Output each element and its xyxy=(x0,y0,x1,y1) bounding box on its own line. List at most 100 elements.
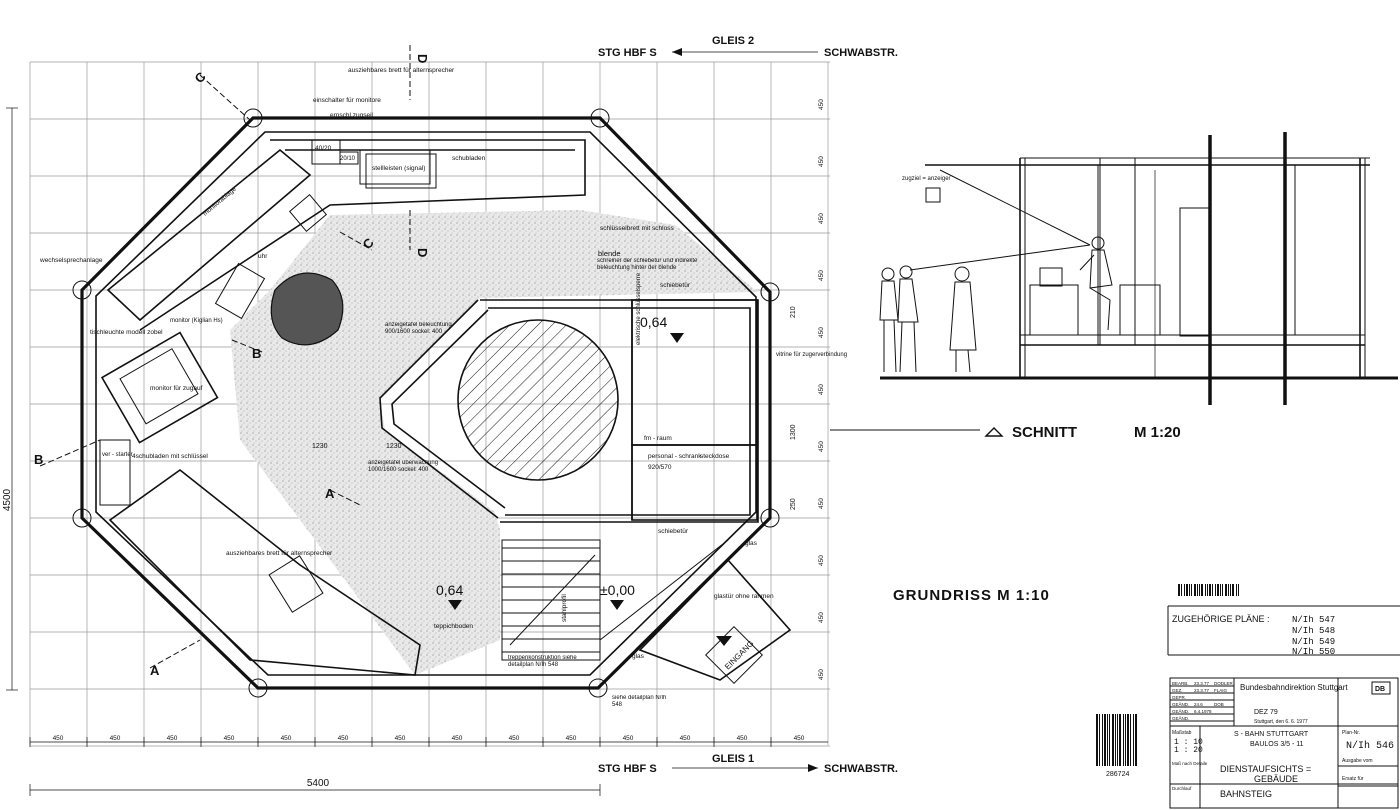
barcode-bar xyxy=(1215,584,1216,596)
dim-label: 450 xyxy=(167,735,178,742)
related-plan-2: N/Ih 548 xyxy=(1292,626,1335,636)
outer-wall xyxy=(80,116,772,690)
svg-text:teppichboden: teppichboden xyxy=(434,623,473,630)
barcode-bar xyxy=(1232,584,1234,596)
barcode-bar xyxy=(1222,584,1223,596)
section-mark-c-top: C xyxy=(192,68,210,86)
titleblock-row-name: FLAIG xyxy=(1214,688,1228,693)
dim-label: 450 xyxy=(566,735,577,742)
scale-label: Maßstab xyxy=(1172,730,1192,736)
dim-label: 450 xyxy=(509,735,520,742)
section-scale: M 1:20 xyxy=(1134,424,1181,441)
svg-text:schubladen: schubladen xyxy=(452,155,486,162)
barcode-bar xyxy=(1230,584,1231,596)
barcode-bar xyxy=(1201,584,1203,596)
dim-label: 450 xyxy=(110,735,121,742)
svg-text:personal - schrank: personal - schrank xyxy=(648,453,702,460)
svg-text:uhr: uhr xyxy=(258,253,268,260)
scale-1: 1 : 10 xyxy=(1174,738,1203,747)
svg-text:1300: 1300 xyxy=(790,424,797,440)
plan-annotations: auszieh­bares brett für altern­sprecher … xyxy=(39,67,847,708)
location: BAHNSTEIG xyxy=(1220,789,1272,799)
arrow-right-icon xyxy=(808,764,818,772)
barcode-bottom xyxy=(1096,714,1137,766)
barcode-bar xyxy=(1115,714,1116,766)
floor-area xyxy=(230,210,758,675)
barcode-bar xyxy=(1125,714,1126,766)
svg-text:920/570: 920/570 xyxy=(648,464,672,471)
dim-label: 450 xyxy=(818,384,825,395)
barcode-bar xyxy=(1184,584,1185,596)
svg-text:glas: glas xyxy=(632,653,645,660)
barcode-bar xyxy=(1178,584,1180,596)
barcode-bar xyxy=(1186,584,1188,596)
seated-operator xyxy=(1079,236,1113,331)
barcode-bar xyxy=(1096,714,1098,766)
track-2-header: STG HBF S GLEIS 2 SCHWABSTR. xyxy=(598,35,898,59)
barcode-bar xyxy=(1119,714,1121,766)
svg-text:fm - raum: fm - raum xyxy=(644,435,672,442)
overall-width-dimension: 5400 xyxy=(307,778,330,789)
svg-text:einschalter für monitore: einschalter für monitore xyxy=(313,97,381,104)
titleblock-row-date: 23.3.77 xyxy=(1194,688,1210,693)
svg-text:glas: glas xyxy=(745,540,758,547)
section-mark-d-bottom: D xyxy=(415,248,430,257)
plan-number: N/Ih 546 xyxy=(1346,740,1394,752)
spiral-stair-opening xyxy=(457,319,619,481)
related-plan-4: N/Ih 550 xyxy=(1292,647,1335,657)
related-plan-1: N/Ih 547 xyxy=(1292,615,1335,625)
screen-note: schreiner der schiebetür und indirekte b… xyxy=(597,258,698,271)
dim-label: 450 xyxy=(338,735,349,742)
track-1-left-label: STG HBF S xyxy=(598,763,657,775)
svg-text:schlüsselbrett mit schloss: schlüsselbrett mit schloss xyxy=(600,225,674,232)
barcode-bar xyxy=(1130,714,1131,766)
dim-label: 450 xyxy=(737,735,748,742)
barcode-bar xyxy=(1181,584,1182,596)
standing-people xyxy=(879,265,977,373)
stair xyxy=(501,539,601,661)
dim-label: 450 xyxy=(818,270,825,281)
svg-text:ver - starter: ver - starter xyxy=(102,452,133,458)
svg-text:steckdose: steckdose xyxy=(700,453,730,460)
barcode-bar xyxy=(1102,714,1103,766)
issued-label: Ausgabe vom xyxy=(1342,758,1373,764)
svg-text:210: 210 xyxy=(790,306,797,318)
barcode-bar xyxy=(1112,714,1114,766)
plan-no-label: Plan-Nr. xyxy=(1342,730,1360,736)
svg-text:±0,00: ±0,00 xyxy=(600,582,635,598)
date-line: DEZ 79 xyxy=(1254,709,1278,716)
svg-text:ausziehbares brett für alterns: ausziehbares brett für alterns­precher xyxy=(226,550,333,557)
stair-note: treppenkonstruktion siehe detailplan N/I… xyxy=(508,655,577,668)
barcode-bar xyxy=(1228,584,1229,596)
dim-label: 450 xyxy=(818,612,825,623)
svg-text:elektrische schlüsselsperre: elektrische schlüsselsperre xyxy=(636,272,642,345)
dim-label: 450 xyxy=(794,735,805,742)
plan-title: GRUNDRISS M 1:10 xyxy=(893,587,1050,604)
dim-label: 450 xyxy=(818,669,825,680)
dim-label: 450 xyxy=(452,735,463,742)
construction-section: BAULOS 3/5 - 11 xyxy=(1250,741,1304,748)
barcode-bar xyxy=(1199,584,1200,596)
place-date: Stuttgart, den 6. 6. 1977 xyxy=(1254,719,1308,725)
barcode-bar xyxy=(1123,714,1124,766)
display-panel-2-note: anzeigetafel überwachung 1000/1600 socke… xyxy=(368,460,439,473)
dim-label: 450 xyxy=(818,555,825,566)
svg-text:wechselsprechanlage: wechselsprechanlage xyxy=(39,257,103,264)
section-view: zugziel = anzeiger SC xyxy=(879,132,1398,441)
barcode-bar xyxy=(1197,584,1198,596)
svg-text:schiebetür: schiebetür xyxy=(660,282,691,289)
building-line-2: GEBÄUDE xyxy=(1254,774,1298,784)
titleblock-row-date: 24.6 xyxy=(1194,702,1203,707)
svg-text:1230: 1230 xyxy=(386,443,402,450)
dim-label: 450 xyxy=(818,327,825,338)
svg-text:monitor für zugauf: monitor für zugauf xyxy=(150,385,203,392)
svg-text:glastür ohne rahmen: glastür ohne rahmen xyxy=(714,593,774,600)
db-logo-icon xyxy=(1371,681,1391,695)
titleblock-row-key: GEÄND. xyxy=(1172,715,1189,721)
barcode-bar xyxy=(1236,584,1237,596)
project: S - BAHN STUTTGART xyxy=(1234,731,1309,738)
svg-text:0,64: 0,64 xyxy=(436,582,463,598)
section-mark-b-left: B xyxy=(34,452,43,467)
barcode-top xyxy=(1178,584,1239,596)
